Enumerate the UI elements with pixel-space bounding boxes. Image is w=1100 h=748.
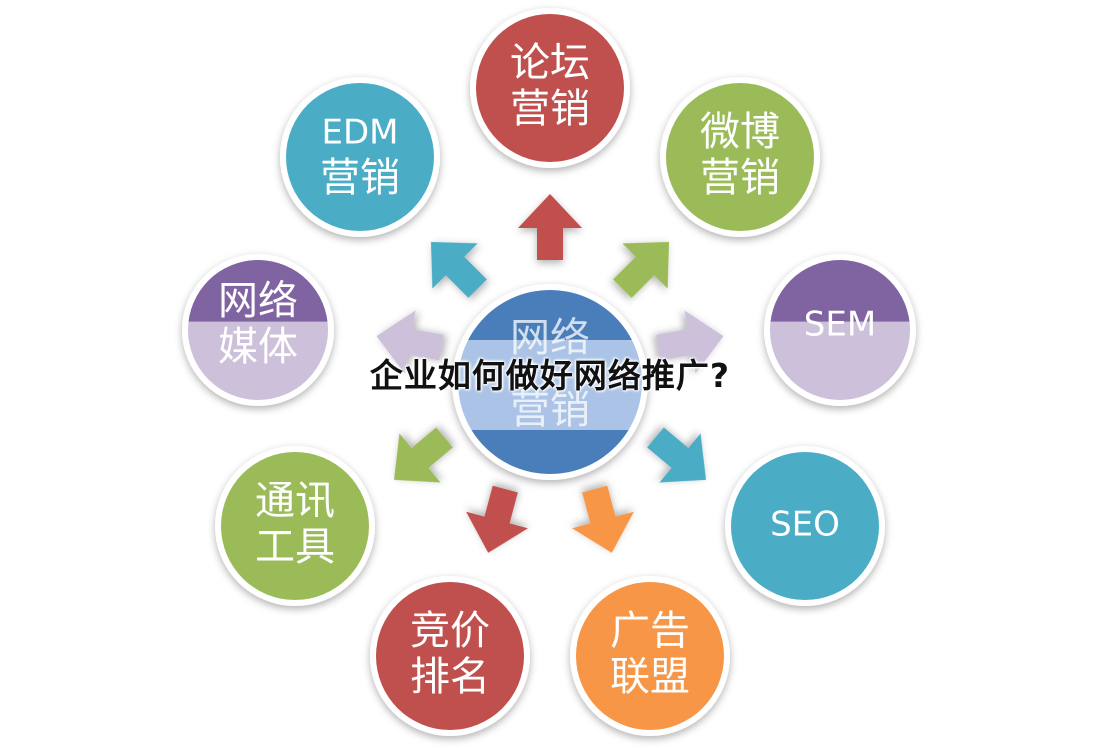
node-label: 竞价 xyxy=(410,608,490,654)
node-label: 媒体 xyxy=(218,324,298,370)
node-label: 微博 xyxy=(700,109,780,155)
arrow-up-left-icon xyxy=(430,241,487,298)
node-label: 联盟 xyxy=(610,654,690,700)
node-label: 广告 xyxy=(610,608,690,654)
arrow-up-icon xyxy=(518,194,582,260)
page-title: 企业如何做好网络推广? xyxy=(369,356,731,395)
arrow-down-right-icon xyxy=(647,427,707,483)
node-label: 营销 xyxy=(700,155,780,201)
arrow-up-right-icon xyxy=(613,241,670,298)
node-label: EDM xyxy=(322,113,399,153)
node-label: 论坛 xyxy=(510,40,590,86)
arrow-down-icon xyxy=(572,485,634,553)
node-circle xyxy=(376,582,524,730)
center-label: 营销 xyxy=(510,387,590,433)
node-circle xyxy=(221,452,369,600)
node-label: SEM xyxy=(804,305,876,345)
node-label: 工具 xyxy=(255,524,335,570)
center-label: 网络 xyxy=(510,315,590,361)
node-label: 通讯 xyxy=(255,478,335,524)
node-label: SEO xyxy=(770,505,840,545)
arrow-right-icon xyxy=(656,310,724,374)
arrow-down-icon xyxy=(466,485,528,553)
arrow-left-icon xyxy=(376,310,444,374)
node-circle xyxy=(476,14,624,162)
node-circle xyxy=(731,452,879,600)
arrow-down-left-icon xyxy=(393,427,453,483)
node-label: 网络 xyxy=(218,278,298,324)
node-label: 排名 xyxy=(410,654,490,700)
node-circle xyxy=(576,582,724,730)
node-circle xyxy=(666,83,814,231)
node-label: 营销 xyxy=(320,155,400,201)
node-sem: SEM xyxy=(764,254,916,406)
node-seo: SEO xyxy=(725,446,885,606)
node-label: 营销 xyxy=(510,86,590,132)
node-circle xyxy=(286,83,434,231)
